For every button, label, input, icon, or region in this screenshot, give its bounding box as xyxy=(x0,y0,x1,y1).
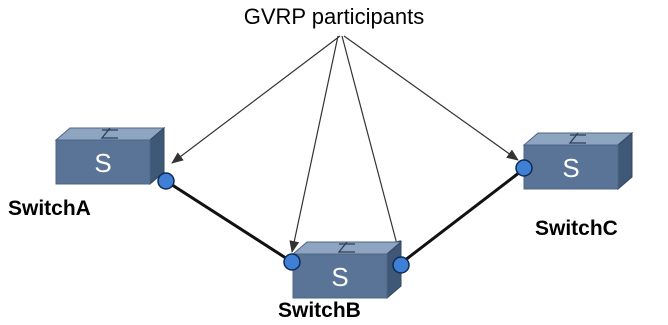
diagram-title: GVRP participants xyxy=(243,4,425,29)
port-b-left xyxy=(283,253,301,271)
arrows xyxy=(171,35,519,253)
switch-icon: S xyxy=(291,240,403,300)
arrow-to-switch-b-left xyxy=(289,35,339,253)
svg-text:S: S xyxy=(94,148,111,178)
arrow-to-switch-a xyxy=(171,35,341,164)
port-a xyxy=(157,172,175,190)
switch-a-label: SwitchA xyxy=(8,197,91,220)
switch-c-label: SwitchC xyxy=(535,217,618,240)
link-a-b xyxy=(165,179,293,264)
port-c xyxy=(515,159,533,177)
svg-text:S: S xyxy=(562,153,579,183)
port-b-right xyxy=(392,256,410,274)
links xyxy=(165,167,525,266)
link-b-c xyxy=(399,167,525,266)
svg-text:S: S xyxy=(331,262,348,292)
switch-b-label: SwitchB xyxy=(278,299,361,322)
switch-icon: S xyxy=(522,131,634,191)
arrow-to-switch-c xyxy=(343,35,519,161)
switch-icon: S xyxy=(54,126,166,186)
arrow-to-switch-b-right xyxy=(341,35,402,253)
